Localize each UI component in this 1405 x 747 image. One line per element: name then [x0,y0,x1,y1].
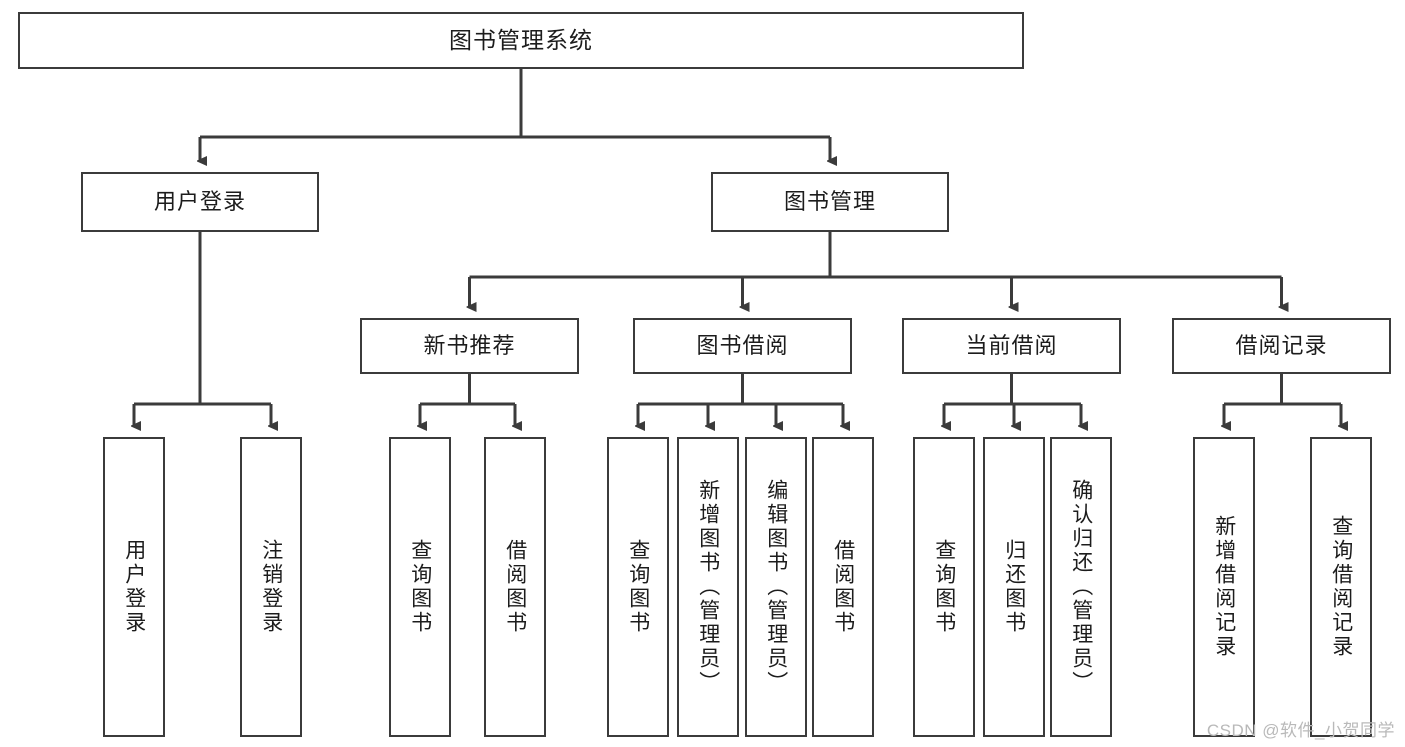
node-root[interactable]: 图书管理系统 [18,12,1024,69]
node-label: 新书推荐 [423,333,516,359]
node-root-label: 图书管理系统 [449,27,593,54]
leaf-leaf-add-borrow-record[interactable]: 新增借阅记录 [1193,437,1255,737]
leaf-leaf-add-book-admin[interactable]: 新增图书（管理员） [677,437,739,737]
node-borrow-record[interactable]: 借阅记录 [1172,318,1391,374]
label-wrap: 查询借阅记录 [1329,439,1353,735]
leaf-label: 编辑图书（管理员） [764,479,788,695]
label-wrap: 借阅图书 [503,439,527,735]
leaf-leaf-user-login[interactable]: 用户登录 [103,437,165,737]
leaf-leaf-query-book-3[interactable]: 查询图书 [913,437,975,737]
label-wrap: 编辑图书（管理员） [764,439,788,735]
leaf-leaf-query-borrow-record[interactable]: 查询借阅记录 [1310,437,1372,737]
leaf-label: 新增图书（管理员） [696,479,720,695]
leaf-label: 用户登录 [122,539,146,635]
leaf-label: 新增借阅记录 [1212,515,1236,659]
node-book-borrow[interactable]: 图书借阅 [633,318,852,374]
leaf-label: 查询图书 [408,539,432,635]
leaf-label: 归还图书 [1002,539,1026,635]
node-current-borrow[interactable]: 当前借阅 [902,318,1121,374]
leaf-label: 借阅图书 [831,539,855,635]
leaf-leaf-logout-login[interactable]: 注销登录 [240,437,302,737]
label-wrap: 注销登录 [259,439,283,735]
label-wrap: 用户登录 [122,439,146,735]
node-new-book-recommend[interactable]: 新书推荐 [360,318,579,374]
label-wrap: 确认归还（管理员） [1069,439,1093,735]
label-wrap: 查询图书 [932,439,956,735]
leaf-label: 借阅图书 [503,539,527,635]
leaf-leaf-query-book-2[interactable]: 查询图书 [607,437,669,737]
leaf-leaf-return-book[interactable]: 归还图书 [983,437,1045,737]
label-wrap: 查询图书 [408,439,432,735]
node-label: 当前借阅 [965,333,1058,359]
node-user-login[interactable]: 用户登录 [81,172,319,232]
label-wrap: 归还图书 [1002,439,1026,735]
watermark: CSDN @软件_小贺同学 [1206,721,1395,740]
leaf-label: 查询借阅记录 [1329,515,1353,659]
leaf-label: 查询图书 [626,539,650,635]
leaf-label: 确认归还（管理员） [1069,479,1093,695]
leaf-leaf-borrow-book-1[interactable]: 借阅图书 [484,437,546,737]
node-label: 用户登录 [153,189,246,215]
leaf-label: 注销登录 [259,539,283,635]
leaf-leaf-query-book-1[interactable]: 查询图书 [389,437,451,737]
label-wrap: 新增图书（管理员） [696,439,720,735]
leaf-label: 查询图书 [932,539,956,635]
node-label: 图书借阅 [696,333,789,359]
leaf-leaf-confirm-return-admin[interactable]: 确认归还（管理员） [1050,437,1112,737]
leaf-leaf-borrow-book-2[interactable]: 借阅图书 [812,437,874,737]
label-wrap: 借阅图书 [831,439,855,735]
label-wrap: 新增借阅记录 [1212,439,1236,735]
node-book-manage[interactable]: 图书管理 [711,172,949,232]
leaf-leaf-edit-book-admin[interactable]: 编辑图书（管理员） [745,437,807,737]
label-wrap: 查询图书 [626,439,650,735]
node-label: 图书管理 [783,189,876,215]
node-label: 借阅记录 [1235,333,1328,359]
